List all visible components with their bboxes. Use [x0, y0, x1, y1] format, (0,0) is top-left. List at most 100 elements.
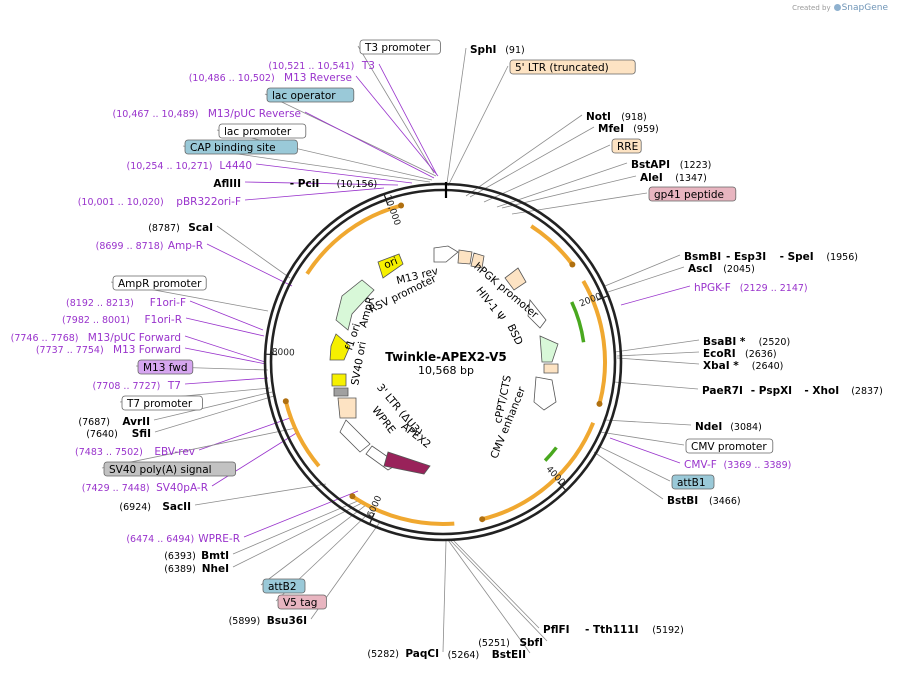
- primer-name: F1ori-F: [150, 297, 186, 309]
- site-name: AscI: [688, 263, 713, 275]
- label-bsabi-26: BsaBI *(2520): [703, 336, 790, 348]
- site-name: EcoRI: [703, 348, 736, 360]
- center-title: Twinkle-APEX2-V5 10,568 bp: [385, 350, 506, 377]
- site-name: BstAPI: [631, 159, 670, 171]
- site-name: MfeI: [598, 123, 624, 135]
- primer-name: M13/pUC Forward: [88, 332, 181, 344]
- label-t3-promoter-0: T3 promoter: [359, 39, 441, 55]
- site-position: (7687): [78, 417, 110, 428]
- feature-label-text: lac operator: [272, 90, 336, 102]
- site-position: (3084): [730, 422, 762, 433]
- leader-line: [260, 504, 367, 586]
- feature-shape: [457, 249, 473, 265]
- label-noti-7: NotI(918): [586, 111, 647, 123]
- label-l4440-13: L4440(10,254 .. 10,271): [127, 160, 252, 172]
- leader-line: [604, 419, 692, 426]
- label-gp41-peptide-16: gp41 peptide: [648, 186, 737, 202]
- orf-arc-head: [349, 493, 356, 500]
- feature-label-text: T3 promoter: [364, 42, 431, 54]
- primer-name: pBR322ori-F: [176, 196, 241, 208]
- primer-name: T3: [361, 60, 375, 72]
- site-position: (5251): [478, 638, 510, 649]
- site-position: (1223): [680, 160, 712, 171]
- leader-line: [255, 163, 413, 184]
- leader-line: [599, 431, 685, 446]
- feature-label-box: [266, 87, 355, 103]
- leader-line: [194, 483, 327, 506]
- orf-arc: [481, 421, 596, 522]
- label-lac-promoter-8: lac promoter: [218, 123, 307, 139]
- feature-label-text: lac promoter: [224, 126, 292, 138]
- feature-label-text: attB2: [268, 581, 297, 593]
- label-cmv-promoter-38: CMV promoter: [685, 438, 774, 454]
- primer-name: T7: [167, 380, 181, 392]
- leader-line: [244, 187, 385, 201]
- site-name: SacII: [162, 501, 191, 513]
- site-position: (2837): [851, 386, 883, 397]
- label-scai-18: ScaI(8787): [148, 222, 213, 234]
- label-ndei-37: NdeI(3084): [695, 421, 762, 433]
- leader-line: [154, 395, 275, 433]
- site-position: (918): [621, 112, 647, 123]
- primer-range: (7982 .. 8001): [62, 315, 130, 326]
- site-alias: - Esp3I: [726, 251, 766, 263]
- label-sv40-poly-a-signal-41: SV40 poly(A) signal: [103, 461, 237, 477]
- tick-mark: [368, 512, 375, 525]
- site-position: (1956): [826, 252, 858, 263]
- label-rre-11: RRE: [611, 138, 642, 154]
- backbone-outer-ring: [263, 182, 623, 542]
- leader-line: [216, 225, 291, 279]
- leader-line: [244, 181, 399, 186]
- label-f1ori-f-24: F1ori-F(8192 .. 8213): [66, 297, 186, 309]
- label-asci-21: AscI (2045): [688, 263, 755, 275]
- label-bmti-47: BmtI(6393): [164, 550, 229, 562]
- primer-name: M13 Reverse: [284, 72, 352, 84]
- label-lac-operator-5: lac operator: [266, 87, 355, 103]
- feature-label-box: [671, 474, 715, 490]
- feature-shape: [470, 252, 485, 269]
- feature-shape: [433, 245, 459, 263]
- leader-line: [620, 285, 691, 306]
- orf-arc: [530, 224, 574, 266]
- label-m13-forward-29: M13 Forward(7737 .. 7754): [36, 344, 181, 356]
- feature-label-box: [218, 123, 307, 139]
- credit-brand: SnapGene: [841, 3, 888, 13]
- leader-line: [609, 437, 681, 464]
- site-position: (5192): [652, 625, 684, 636]
- leader-line: [189, 300, 264, 331]
- leader-line: [184, 335, 266, 363]
- feature-label-text: CAP binding site: [190, 142, 276, 154]
- feature-label-text: CMV promoter: [691, 441, 767, 453]
- tick-mark: [557, 481, 567, 492]
- primer-name: F1ori-R: [145, 314, 182, 326]
- feature-label-box: [112, 275, 207, 291]
- snapgene-credit: Created by SnapGene: [792, 3, 888, 13]
- label-bsmbi-20: BsmBI- Esp3I- SpeI(1956): [684, 251, 858, 263]
- site-alias: - Tth111I: [585, 624, 639, 636]
- site-name: AvrII: [122, 416, 150, 428]
- label-bstbi-44: BstBI(3466): [667, 495, 741, 507]
- feature-shape: [533, 376, 557, 411]
- primer-name: L4440: [219, 160, 252, 172]
- feature-label-box: [648, 186, 737, 202]
- site-alias-2: - SpeI: [780, 251, 814, 263]
- label-bsu36i-51: Bsu36I(5899): [229, 615, 307, 627]
- label-ampr-promoter-22: AmpR promoter: [112, 275, 207, 291]
- orf-arc: [283, 400, 321, 468]
- label-nhei-48: NheI(6389): [164, 563, 229, 575]
- label-t3-2: T3 (10,521 .. 10,541): [268, 60, 375, 72]
- label-t7-32: T7(7708 .. 7727): [93, 380, 181, 392]
- site-position: (91): [505, 45, 525, 56]
- leader-line: [616, 357, 700, 365]
- label-sacii-45: SacII(6924): [119, 501, 191, 513]
- site-position: (2636): [745, 349, 777, 360]
- label-sfii-36: SfiI(7640): [86, 428, 151, 440]
- label-m13-reverse-4: M13 Reverse(10,486 .. 10,502): [189, 72, 352, 84]
- feature-label-box: [137, 359, 194, 375]
- feature-label-text: RRE: [617, 141, 638, 153]
- snapgene-logo-icon: [833, 4, 841, 11]
- credit-text: Created by: [792, 4, 831, 12]
- site-position: (2045): [723, 264, 755, 275]
- primer-range: (7483 .. 7502): [75, 447, 143, 458]
- primer-range: (10,521 .. 10,541): [268, 61, 354, 72]
